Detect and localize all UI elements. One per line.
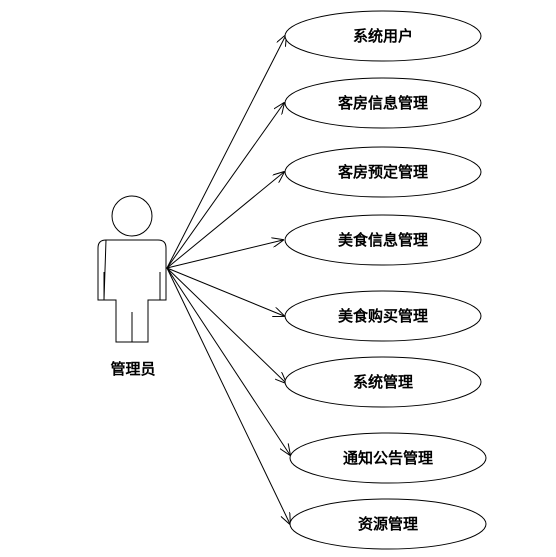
- association-arrow: [166, 35, 286, 269]
- use-case: 客房预定管理: [284, 146, 482, 198]
- association-arrow: [166, 267, 284, 316]
- actor-name: 管理员: [110, 360, 155, 378]
- person-icon: [97, 195, 167, 343]
- association-arrow: [166, 240, 283, 269]
- use-case: 通知公告管理: [289, 432, 487, 484]
- use-case: 美食信息管理: [284, 214, 482, 266]
- use-case: 系统管理: [284, 356, 482, 408]
- use-case-label: 客房信息管理: [337, 94, 428, 112]
- association-arrow: [166, 267, 290, 524]
- use-case-label: 美食购买管理: [338, 307, 428, 325]
- use-case-label: 系统管理: [353, 373, 413, 391]
- association-arrow: [166, 267, 290, 455]
- use-case: 资源管理: [289, 498, 487, 550]
- use-case: 客房信息管理: [284, 77, 482, 129]
- actor-figure: 管理员: [97, 195, 167, 378]
- association-arrow: [166, 103, 284, 269]
- use-case-label: 系统用户: [353, 27, 413, 45]
- use-case-label: 资源管理: [358, 515, 418, 533]
- associations: [166, 35, 290, 524]
- use-case: 系统用户: [284, 10, 482, 62]
- use-case: 美食购买管理: [284, 290, 482, 342]
- association-arrow: [166, 172, 284, 269]
- use-case-label: 客房预定管理: [337, 163, 428, 181]
- association-arrow: [166, 267, 286, 383]
- use-case-label: 美食信息管理: [338, 231, 428, 249]
- use-case-label: 通知公告管理: [343, 449, 433, 467]
